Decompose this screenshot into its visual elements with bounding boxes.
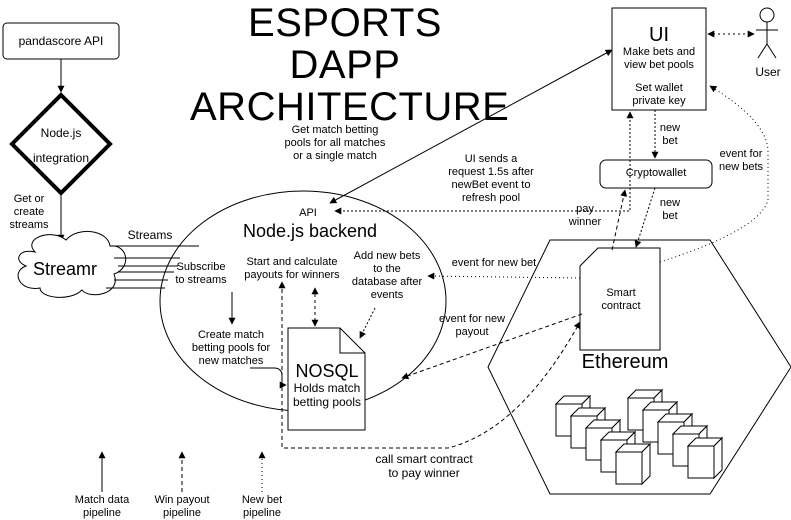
integration-label-2: integration (32, 151, 90, 165)
legend-solid-label: Match data pipeline (74, 494, 130, 519)
blockchain-blocks (554, 388, 724, 486)
nosql-title: NOSQL (295, 361, 359, 381)
ui-box (611, 7, 707, 111)
diagram-title: ESPORTS DAPP ARCHITECTURE (190, 1, 510, 129)
nosql-sub: Holds match betting pools (292, 381, 362, 409)
block-cube (687, 445, 715, 479)
subscribe-label: Subscribe to streams (175, 261, 227, 286)
add-bets-label: Add new bets to the database after event… (351, 250, 423, 301)
create-pools-arrow (250, 367, 287, 389)
create-pools-label: Create match betting pools for new match… (191, 329, 271, 367)
new-bet-wallet-label: new bet (659, 197, 681, 222)
start-calc-label: Start and calculate payouts for winners (244, 256, 340, 281)
smart-contract-label: Smart contract (601, 287, 641, 312)
legend-dotted-label: New bet pipeline (241, 494, 283, 519)
nodejs-integration-diamond (9, 92, 113, 196)
event-new-bets-label: event for new bets (718, 148, 764, 173)
streams-lines (106, 245, 199, 289)
event-new-payout-label: event for new payout (438, 313, 506, 338)
pay-winner-label: pay winner (568, 203, 602, 228)
event-new-bet-label: event for new bet (451, 257, 537, 269)
ui-sub-1: Make bets and view bet pools (622, 46, 696, 71)
get-create-streams-label: Get or create streams (9, 193, 49, 231)
get-pools-label: Get match betting pools for all matches … (284, 124, 386, 162)
ui-sends-label: UI sends a request 1.5s after newBet eve… (448, 153, 534, 204)
backend-api-label: API (299, 207, 317, 219)
ui-sub-2: Set wallet private key (632, 82, 686, 107)
add-bets-arrow (359, 307, 376, 339)
new-bet-ui-label: new bet (659, 122, 681, 147)
ui-refresh-arrow (334, 111, 634, 215)
block-cube (615, 451, 643, 485)
legend-dashed-label: Win payout pipeline (154, 494, 210, 519)
streamr-cloud (17, 230, 126, 298)
streams-label: Streams (127, 228, 173, 242)
backend-title: Node.js backend (242, 221, 378, 241)
ui-title: UI (649, 24, 669, 46)
event-new-bet-arrow (427, 272, 581, 280)
smart-contract-box (579, 247, 661, 351)
call-contract-arrow (278, 281, 581, 449)
cryptowallet-label: Cryptowallet (625, 167, 687, 179)
integration-label-1: Node.js (40, 126, 82, 140)
ethereum-label: Ethereum (581, 351, 669, 373)
streamr-label: Streamr (32, 259, 97, 279)
user-icon (756, 7, 778, 59)
pandascore-label: pandascore API (18, 34, 104, 48)
user-label: User (755, 65, 781, 79)
call-contract-label: call smart contract to pay winner (375, 452, 473, 480)
contract-to-wallet-arrow (611, 189, 628, 251)
